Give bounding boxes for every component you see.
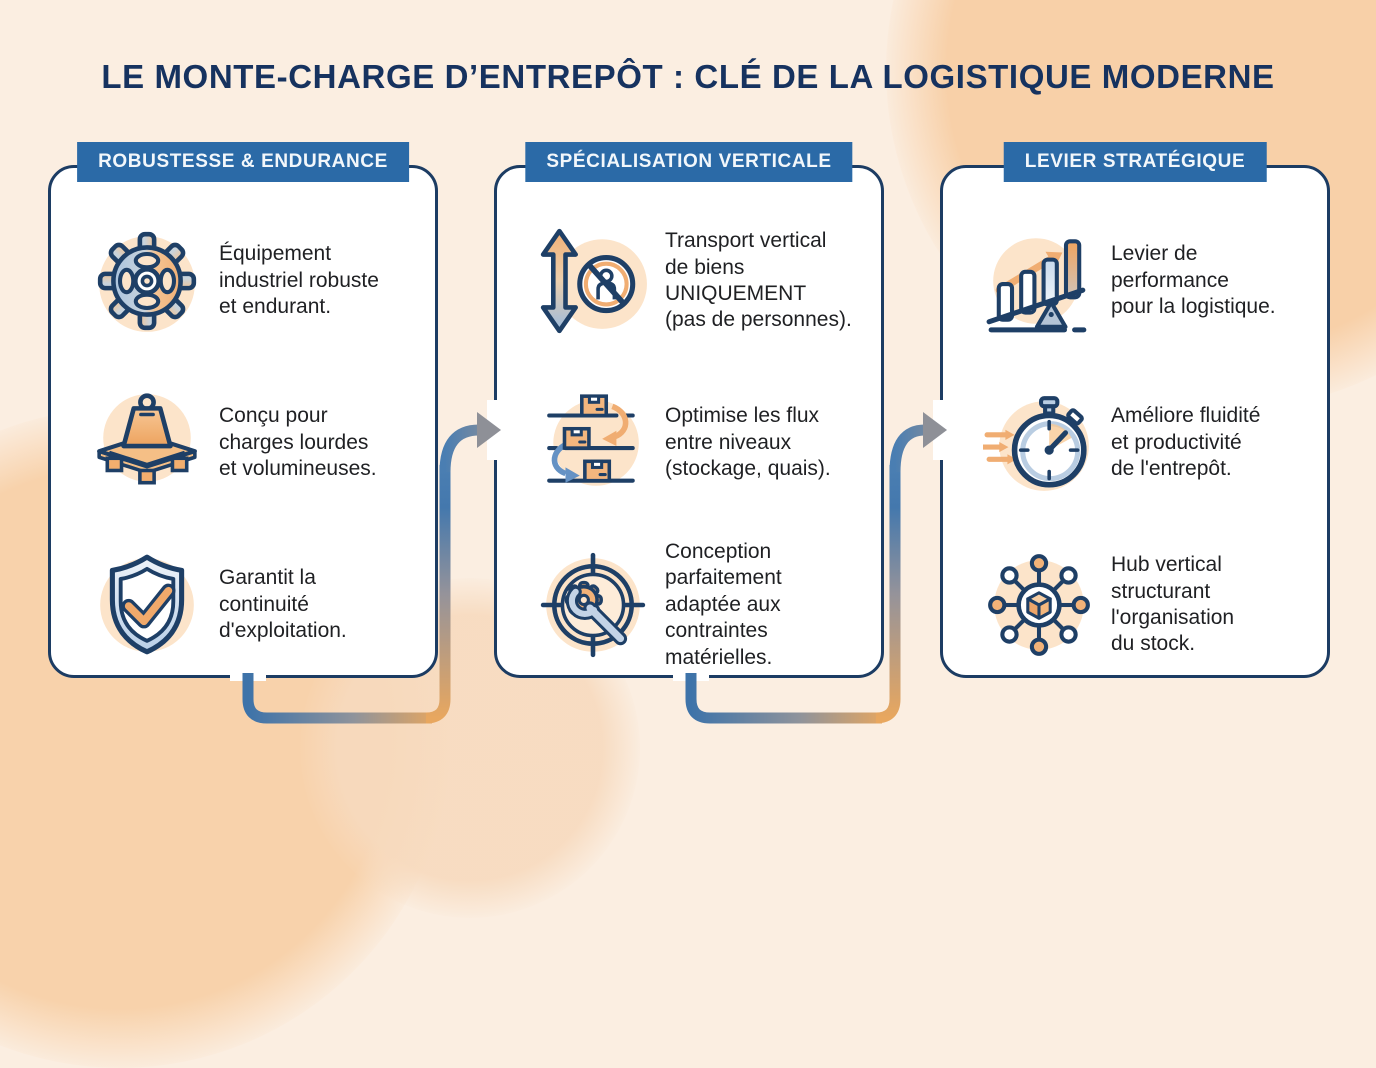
card-levier: LEVIER STRATÉGIQUE [940,142,1330,678]
feature-row: Conçu pour charges lourdes et volumineus… [51,370,435,516]
card-rows: Équipement industriel robuste et enduran… [51,208,435,694]
feature-row: Levier de performance pour la logistique… [943,208,1327,354]
feature-text: Transport vertical de biens UNIQUEMENT (… [665,229,852,332]
gear-icon [97,231,197,332]
stopwatch-icon [983,396,1089,491]
feature-row: Transport vertical de biens UNIQUEMENT (… [497,208,881,354]
card-header-badge: LEVIER STRATÉGIQUE [1003,142,1267,182]
feature-row: Équipement industriel robuste et enduran… [51,208,435,354]
feature-text: Équipement industriel robuste et enduran… [219,242,379,319]
feature-text: Optimise les flux entre niveaux (stockag… [665,404,831,481]
card-header-badge: ROBUSTESSE & ENDURANCE [77,142,409,182]
feature-row: Hub vertical structurant l'organisation … [943,532,1327,678]
card-rows: Levier de performance pour la logistique… [943,208,1327,694]
card-specialisation: SPÉCIALISATION VERTICALE Transport verti… [494,142,884,678]
growth-lever-icon [986,238,1087,333]
page-title: LE MONTE-CHARGE D’ENTREPÔT : CLÉ DE LA L… [101,58,1275,96]
levels-flow-icon [547,394,639,486]
target-gear-wrench-icon [540,552,646,658]
feature-row: Garantit la continuité d'exploitation. [51,532,435,678]
feature-text: Hub vertical structurant l'organisation … [1111,553,1235,656]
vertical-arrows-no-person-icon [540,228,647,334]
card-header-badge: SPÉCIALISATION VERTICALE [525,142,853,182]
feature-row: Conception parfaitement adaptée aux cont… [497,532,881,678]
feature-text: Conception parfaitement adaptée aux cont… [665,539,782,669]
card-robustesse: ROBUSTESSE & ENDURANCE [48,142,438,678]
feature-row: Améliore fluidité et productivité de l'e… [943,370,1327,516]
feature-row: Optimise les flux entre niveaux (stockag… [497,370,881,516]
feature-text: Garantit la continuité d'exploitation. [219,566,347,643]
card-rows: Transport vertical de biens UNIQUEMENT (… [497,208,881,694]
feature-text: Levier de performance pour la logistique… [1111,242,1276,319]
weight-pallet-icon [97,393,197,485]
feature-text: Conçu pour charges lourdes et volumineus… [219,404,377,481]
shield-check-icon [100,554,194,655]
feature-text: Améliore fluidité et productivité de l'e… [1111,404,1261,481]
hub-network-icon [988,554,1090,656]
